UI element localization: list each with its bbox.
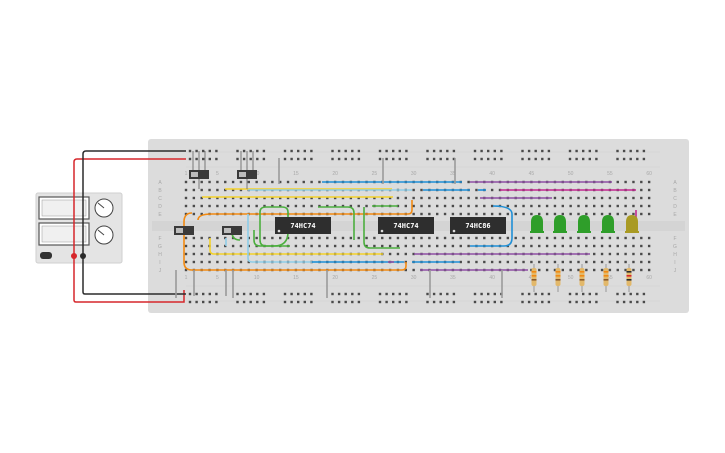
row-letter: F [673, 236, 676, 242]
row-letter: G [158, 244, 162, 250]
chip-1[interactable]: 74HC74 [275, 217, 331, 234]
column-number: 50 [568, 171, 574, 177]
slide-switch-2[interactable] [237, 151, 257, 189]
row-letter: E [673, 212, 677, 218]
row-letter: D [158, 204, 162, 210]
slide-switch-3[interactable] [174, 226, 194, 235]
column-number: 45 [529, 171, 535, 177]
column-number: 60 [646, 275, 652, 281]
column-number: 40 [489, 171, 495, 177]
column-number: 25 [372, 171, 378, 177]
row-letter: H [673, 252, 677, 258]
jumper-wires[interactable] [175, 158, 637, 298]
column-number: 10 [254, 275, 260, 281]
row-letter: A [673, 180, 677, 186]
column-number: 35 [450, 275, 456, 281]
row-letter: J [674, 268, 677, 274]
row-letter: I [674, 260, 675, 266]
column-number: 1 [185, 275, 188, 281]
row-letter: H [158, 252, 162, 258]
column-number: 20 [332, 275, 338, 281]
column-number: 35 [450, 171, 456, 177]
olive-led[interactable] [625, 215, 639, 233]
resistor[interactable] [579, 264, 585, 292]
resistors[interactable] [531, 264, 632, 292]
row-letter: B [158, 188, 162, 194]
column-number: 55 [607, 171, 613, 177]
column-number: 15 [293, 275, 299, 281]
column-number: 20 [332, 171, 338, 177]
resistor[interactable] [626, 264, 632, 292]
chip-2-label: 74HC74 [393, 222, 418, 230]
column-number: 30 [411, 171, 417, 177]
slide-switch-1[interactable] [189, 151, 209, 189]
column-number: 1 [185, 171, 188, 177]
row-letter: E [158, 212, 162, 218]
row-letter: J [159, 268, 162, 274]
column-number: 5 [216, 275, 219, 281]
supply-wires[interactable] [73, 150, 186, 303]
resistor[interactable] [555, 264, 561, 292]
row-letter: D [673, 204, 677, 210]
column-number: 25 [372, 275, 378, 281]
row-letter: C [673, 196, 677, 202]
leds[interactable] [530, 215, 639, 233]
slide-switches[interactable] [174, 151, 257, 235]
column-number: 15 [293, 171, 299, 177]
column-number: 55 [607, 275, 613, 281]
chip-1-label: 74HC74 [290, 222, 315, 230]
chip-3-label: 74HC86 [465, 222, 490, 230]
column-number: 60 [646, 171, 652, 177]
row-letter: I [159, 260, 160, 266]
column-number: 50 [568, 275, 574, 281]
green-led[interactable] [530, 215, 544, 233]
resistor[interactable] [531, 264, 537, 292]
chip-2[interactable]: 74HC74 [378, 217, 434, 234]
green-led[interactable] [553, 215, 567, 233]
row-letter: C [158, 196, 162, 202]
row-letter: F [158, 236, 161, 242]
green-led[interactable] [601, 215, 615, 233]
power-switch[interactable] [40, 252, 52, 259]
row-letter: B [673, 188, 677, 194]
power-supply[interactable] [35, 192, 123, 264]
green-led[interactable] [577, 215, 591, 233]
row-letter: G [673, 244, 677, 250]
resistor[interactable] [603, 264, 609, 292]
chip-3[interactable]: 74HC86 [450, 217, 506, 234]
column-number: 40 [489, 275, 495, 281]
column-number: 5 [216, 171, 219, 177]
column-number: 30 [411, 275, 417, 281]
slide-switch-4[interactable] [222, 226, 242, 235]
row-letter: A [158, 180, 162, 186]
